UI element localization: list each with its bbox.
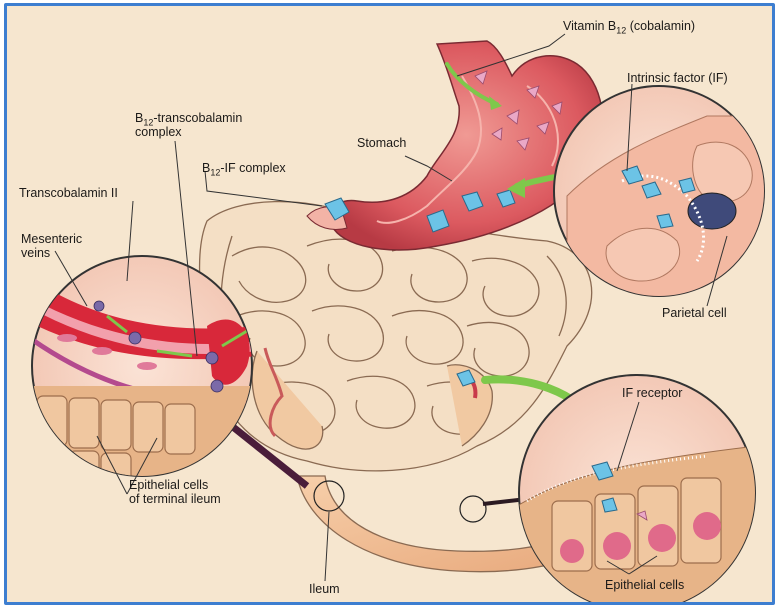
label-intrinsic-factor: Intrinsic factor (IF) bbox=[627, 71, 728, 85]
label-stomach: Stomach bbox=[357, 136, 406, 150]
label-if-receptor: IF receptor bbox=[622, 386, 682, 400]
b12-absorption-illustration bbox=[7, 6, 772, 602]
label-epithelial-cells: Epithelial cells bbox=[605, 578, 684, 592]
label-transcobalamin-ii: Transcobalamin II bbox=[19, 186, 118, 200]
label-vitamin-b12: Vitamin B12 (cobalamin) bbox=[563, 19, 695, 33]
label-parietal-cell: Parietal cell bbox=[662, 306, 727, 320]
diagram-frame: Vitamin B12 (cobalamin) Intrinsic factor… bbox=[4, 3, 775, 605]
label-b12-if-complex: B12-IF complex bbox=[202, 161, 286, 175]
label-ileum: Ileum bbox=[309, 582, 340, 596]
